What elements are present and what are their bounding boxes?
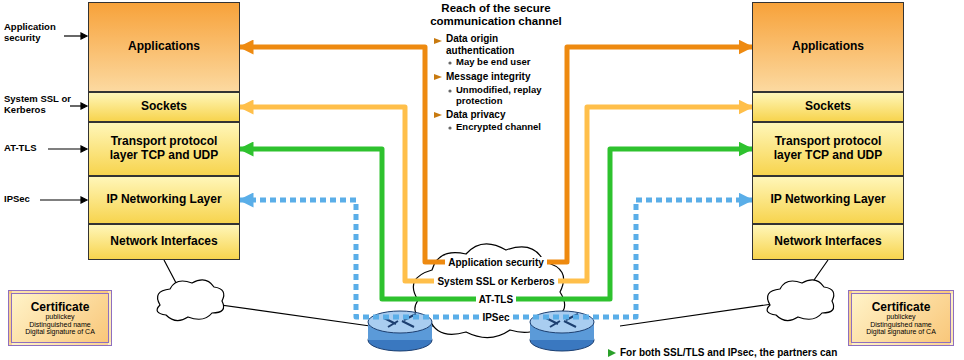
- node-text: IP Networking Layer: [106, 193, 221, 207]
- bullet-text: Data privacy: [446, 109, 556, 121]
- channel-label: System SSL or Kerberos: [434, 276, 557, 287]
- node-text: Digital signature of CA: [866, 328, 936, 335]
- protocol-layer: Applications: [752, 2, 904, 92]
- protocol-layer: Network Interfaces: [752, 224, 904, 260]
- node-text: Distinguished name: [870, 321, 931, 328]
- sub-bullet-text: Unmodified, replay protection: [456, 85, 561, 107]
- node-text: publickey: [886, 313, 915, 320]
- node-text: Network Interfaces: [110, 235, 217, 249]
- node-text: Sockets: [141, 100, 187, 114]
- channel-arrow: [240, 47, 752, 262]
- channel-arrow: [240, 149, 752, 299]
- node-text: Distinguished name: [29, 321, 90, 328]
- certificate: CertificatepublickeyDistinguished nameDi…: [8, 290, 112, 346]
- side-label: IPSec: [4, 194, 44, 205]
- side-label: AT-TLS: [4, 143, 54, 154]
- protocol-layer: Sockets: [88, 92, 240, 122]
- side-label: System SSL or Kerberos: [4, 94, 74, 116]
- node-text: Transport protocol layer TCP and UDP: [759, 135, 897, 163]
- node-text: Certificate: [31, 301, 90, 314]
- certificate: CertificatepublickeyDistinguished nameDi…: [848, 290, 954, 346]
- channel-arrow: [240, 200, 752, 317]
- side-label: Application security: [4, 22, 66, 44]
- node-text: Sockets: [805, 100, 851, 114]
- protocol-layer: Applications: [88, 2, 240, 92]
- node-text: Certificate: [872, 301, 931, 314]
- protocol-layer: Network Interfaces: [88, 224, 240, 260]
- protocol-layer: Transport protocol layer TCP and UDP: [88, 122, 240, 176]
- protocol-layer: Sockets: [752, 92, 904, 122]
- channel-label: AT-TLS: [476, 294, 516, 305]
- diagram-title: Reach of the secure communication channe…: [406, 2, 586, 28]
- bullet-text: Message integrity: [446, 71, 556, 83]
- node-text: Digital signature of CA: [25, 328, 95, 335]
- node-text: Applications: [792, 40, 864, 54]
- node-text: Applications: [128, 40, 200, 54]
- sub-bullet-text: May be end user: [456, 57, 566, 68]
- channel-label: Application security: [445, 257, 547, 268]
- sub-bullet-text: Encrypted channel: [456, 122, 566, 133]
- protocol-layer: IP Networking Layer: [752, 176, 904, 224]
- node-text: Network Interfaces: [774, 235, 881, 249]
- bullet-text: Data origin authentication: [446, 33, 526, 56]
- channel-label: IPSec: [479, 312, 512, 323]
- node-text: Transport protocol layer TCP and UDP: [95, 135, 233, 163]
- protocol-layer: IP Networking Layer: [88, 176, 240, 224]
- channel-arrow: [240, 107, 752, 281]
- note-text: For both SSL/TLS and IPsec, the partners…: [620, 347, 880, 359]
- node-text: publickey: [45, 313, 74, 320]
- protocol-layer: Transport protocol layer TCP and UDP: [752, 122, 904, 176]
- node-text: IP Networking Layer: [770, 193, 885, 207]
